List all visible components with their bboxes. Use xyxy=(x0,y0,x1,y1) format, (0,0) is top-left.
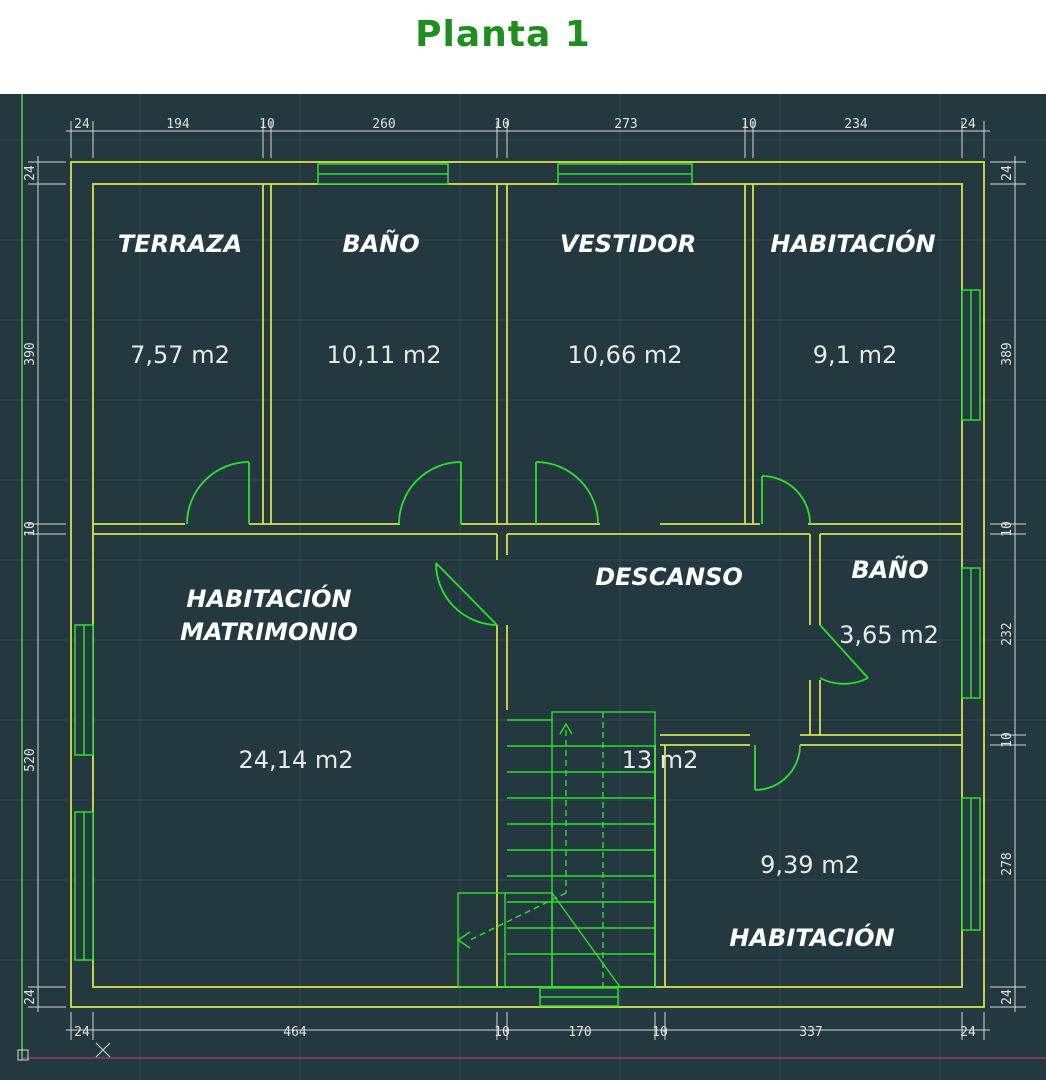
room-name-habitacion-matrimonio-line1: HABITACIÓN xyxy=(186,583,351,613)
stairs xyxy=(457,711,656,988)
dimension-label: 389 xyxy=(1000,342,1015,365)
room-name-descanso: DESCANSO xyxy=(595,563,743,591)
dimension-label: 232 xyxy=(1000,622,1015,645)
room-labels: TERRAZA 7,57 m2 BAÑO 10,11 m2 VESTIDOR 1… xyxy=(118,228,939,952)
dimension-label: 24 xyxy=(74,117,90,132)
room-area-habitacion-matrimonio: 24,14 m2 xyxy=(239,746,354,774)
dimensions-top: 24 194 10 260 10 273 10 234 24 xyxy=(74,117,976,132)
dimension-label: 10 xyxy=(1000,521,1015,537)
floor-plan: 24 194 10 260 10 273 10 234 24 24 464 10… xyxy=(0,94,1046,1080)
dimension-label: 24 xyxy=(1000,989,1015,1005)
dimension-ticks xyxy=(28,121,1026,1040)
dimension-label: 260 xyxy=(372,117,395,132)
dimension-label: 24 xyxy=(1000,165,1015,181)
room-area-habitacion-2: 9,39 m2 xyxy=(760,851,860,879)
room-area-bano: 10,11 m2 xyxy=(327,341,442,369)
dimension-label: 278 xyxy=(1000,852,1015,875)
dimension-label: 10 xyxy=(494,117,510,132)
dimension-label: 337 xyxy=(799,1025,822,1040)
dimension-label: 24 xyxy=(23,989,38,1005)
room-area-terraza: 7,57 m2 xyxy=(130,341,230,369)
room-area-habitacion: 9,1 m2 xyxy=(813,341,897,369)
dimension-label: 520 xyxy=(23,748,38,771)
dimensions-right: 24 389 10 232 10 278 24 xyxy=(1000,165,1015,1005)
doors xyxy=(186,461,869,791)
room-name-habitacion-matrimonio-line2: MATRIMONIO xyxy=(180,618,358,646)
dimension-lines xyxy=(37,130,1016,1031)
windows xyxy=(74,163,981,1007)
room-name-terraza: TERRAZA xyxy=(118,230,242,258)
floor-plan-canvas: 24 194 10 260 10 273 10 234 24 24 464 10… xyxy=(0,94,1046,1080)
dimension-label: 10 xyxy=(1000,732,1015,748)
dimension-label: 390 xyxy=(23,342,38,365)
dimension-label: 10 xyxy=(494,1025,510,1040)
dimension-label: 24 xyxy=(960,117,976,132)
dimensions-left: 24 390 10 520 24 xyxy=(23,165,38,1005)
room-area-vestidor: 10,66 m2 xyxy=(568,341,683,369)
ucs-icon xyxy=(17,1042,111,1061)
dimension-label: 234 xyxy=(844,117,868,132)
header: Planta 1 xyxy=(0,0,1046,94)
dimension-label: 10 xyxy=(23,521,38,537)
dimension-label: 194 xyxy=(166,117,190,132)
room-name-vestidor: VESTIDOR xyxy=(560,230,696,258)
dimension-label: 273 xyxy=(614,117,637,132)
dimension-label: 464 xyxy=(283,1025,307,1040)
room-name-bano: BAÑO xyxy=(342,229,419,258)
room-area-descanso: 13 m2 xyxy=(622,746,699,774)
dimension-label: 170 xyxy=(568,1025,591,1040)
dimension-label: 10 xyxy=(741,117,757,132)
dimension-label: 10 xyxy=(259,117,275,132)
dimension-label: 24 xyxy=(960,1025,976,1040)
room-name-habitacion: HABITACIÓN xyxy=(770,228,935,258)
room-name-bano-2: BAÑO xyxy=(851,555,928,584)
page-title: Planta 1 xyxy=(415,14,591,55)
dimension-label: 24 xyxy=(74,1025,90,1040)
room-name-habitacion-2: HABITACIÓN xyxy=(729,922,894,952)
dimensions-bottom: 24 464 10 170 10 337 24 xyxy=(74,1025,976,1040)
dimension-label: 24 xyxy=(23,165,38,181)
room-area-bano-2: 3,65 m2 xyxy=(839,621,939,649)
dimension-label: 10 xyxy=(652,1025,668,1040)
